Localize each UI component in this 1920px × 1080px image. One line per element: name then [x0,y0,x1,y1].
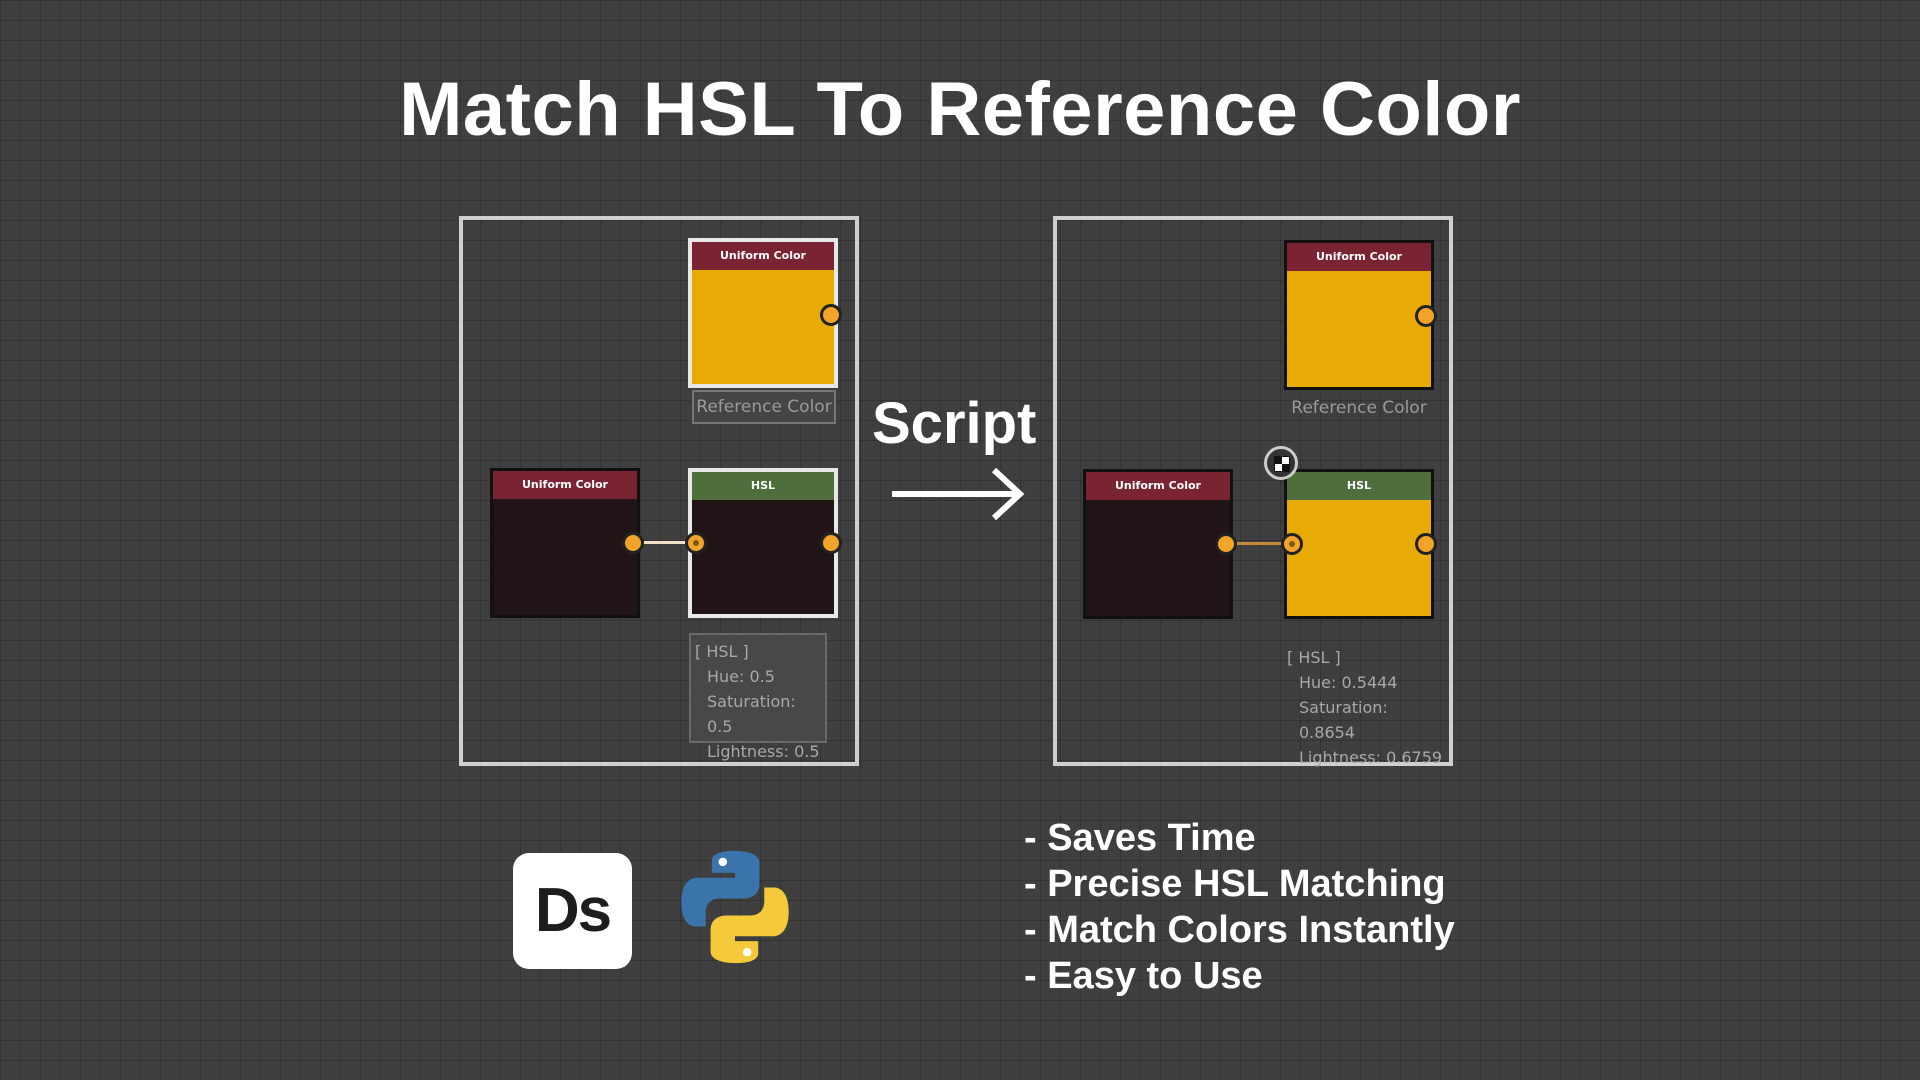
node-header: Uniform Color [692,242,834,270]
output-port[interactable] [820,532,842,554]
connection-wire [1237,542,1285,545]
right-arrow-icon [892,468,1025,521]
connection-wire [644,541,692,544]
output-port[interactable] [1415,305,1437,327]
output-port[interactable] [1415,533,1437,555]
hsl-params-box: [ HSL ] Hue: 0.5 Saturation: 0.5 Lightne… [689,633,827,761]
saturation-value: Saturation: 0.8654 [1299,698,1388,742]
node-color-preview [1287,271,1431,387]
script-label: Script [872,391,1037,456]
feature-item: - Precise HSL Matching [1024,863,1446,905]
hsl-node[interactable]: HSL [1284,469,1434,619]
node-header: Uniform Color [493,471,637,499]
node-header: Uniform Color [1086,472,1230,500]
reference-color-node[interactable]: Uniform Color [688,238,838,388]
feature-item: - Match Colors Instantly [1024,909,1455,951]
feature-item: - Saves Time [1024,817,1256,859]
reference-color-node[interactable]: Uniform Color [1284,240,1434,390]
hue-value: Hue: 0.5 [707,667,775,686]
node-color-preview [493,499,637,615]
hsl-node[interactable]: HSL [688,468,838,618]
node-color-preview [1287,500,1431,616]
hsl-params-box: [ HSL ] Hue: 0.5444 Saturation: 0.8654 L… [1287,645,1447,770]
saturation-value: Saturation: 0.5 [707,692,796,736]
node-color-preview [1086,500,1230,616]
page-title: Match HSL To Reference Color [399,67,1521,152]
node-color-preview [692,270,834,384]
lightness-value: Lightness: 0.5 [707,742,820,761]
uniform-color-node[interactable]: Uniform Color [1083,469,1233,619]
lightness-value: Lightness: 0.6759 [1299,748,1443,767]
node-caption: Reference Color [1291,398,1427,418]
node-color-preview [692,500,834,614]
python-logo-icon [681,850,789,964]
after-graph-panel: Uniform Color Reference Color Uniform Co… [1053,216,1453,767]
feature-list: - Saves Time - Precise HSL Matching - Ma… [1024,815,1455,999]
output-port[interactable] [622,532,644,554]
uniform-color-node[interactable]: Uniform Color [490,468,640,618]
output-port[interactable] [820,304,842,326]
feature-item: - Easy to Use [1024,955,1263,997]
input-port[interactable] [685,532,707,554]
input-port[interactable] [1281,533,1303,555]
before-graph-panel: Uniform Color Reference Color Uniform Co… [459,216,859,766]
hue-value: Hue: 0.5444 [1299,673,1398,692]
node-header: Uniform Color [1287,243,1431,271]
params-heading: [ HSL ] [1287,648,1341,667]
params-heading: [ HSL ] [695,642,749,661]
node-header: HSL [692,472,834,500]
node-caption: Reference Color [692,390,836,424]
checker-pattern-icon[interactable] [1264,446,1298,480]
designer-logo: Ds [513,853,632,969]
node-header: HSL [1287,472,1431,500]
output-port[interactable] [1215,533,1237,555]
